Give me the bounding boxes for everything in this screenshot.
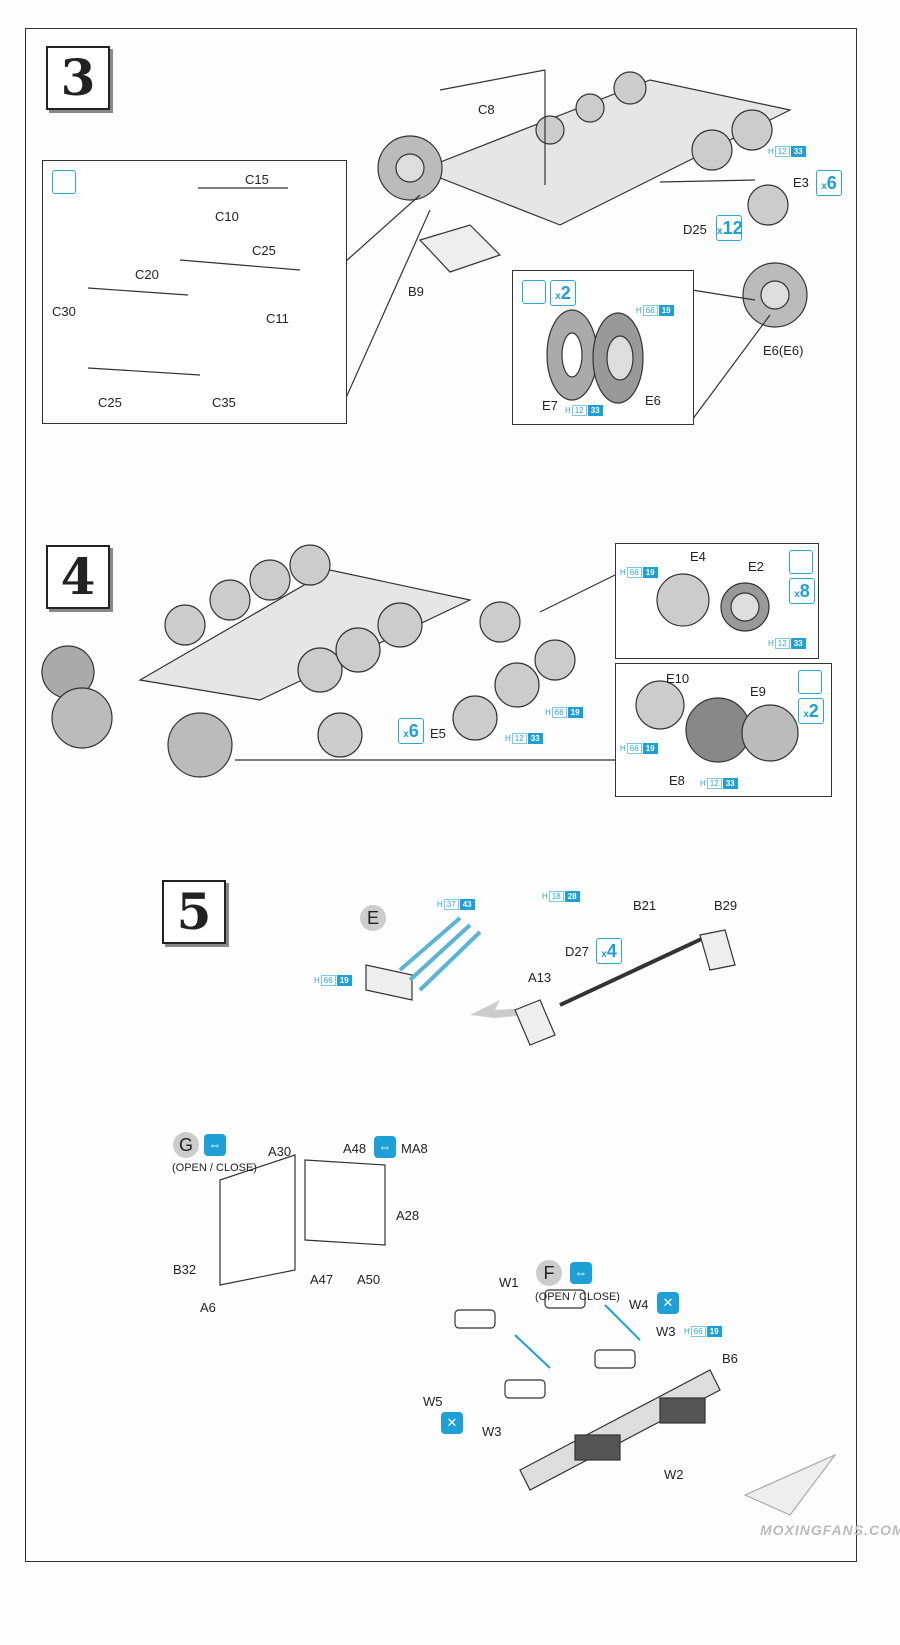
quantity-badge: x4 bbox=[596, 938, 622, 964]
part-label: A30 bbox=[268, 1144, 292, 1159]
part-label: W3 bbox=[482, 1424, 502, 1439]
part-label: B9 bbox=[408, 284, 424, 299]
part-label: E8 bbox=[669, 773, 685, 788]
page-frame bbox=[25, 28, 857, 1562]
part-label: A13 bbox=[528, 970, 552, 985]
road-wheel-inset bbox=[615, 543, 819, 659]
part-label: MA8 bbox=[401, 1141, 428, 1156]
part-label: B21 bbox=[633, 898, 657, 913]
part-label: B29 bbox=[714, 898, 738, 913]
watermark-text: MOXINGFANS.COM bbox=[760, 1522, 900, 1538]
part-label: W1 bbox=[499, 1275, 519, 1290]
cut-part-icon: ✕ bbox=[441, 1412, 463, 1434]
part-label: A47 bbox=[310, 1272, 334, 1287]
part-label: E6 bbox=[645, 393, 661, 408]
watermark-logo bbox=[743, 1453, 837, 1516]
open-close-icon: ⇔ bbox=[570, 1262, 592, 1284]
part-label: B6 bbox=[722, 1351, 738, 1366]
quantity-badge: x6 bbox=[398, 718, 424, 744]
part-label: E9 bbox=[750, 684, 766, 699]
part-label: W2 bbox=[664, 1467, 684, 1482]
subassembly-e-marker: E bbox=[360, 905, 386, 931]
part-label: E10 bbox=[666, 671, 690, 686]
part-label: A28 bbox=[396, 1208, 420, 1223]
part-label: C30 bbox=[52, 304, 76, 319]
subassembly-f-marker: F bbox=[536, 1260, 562, 1286]
part-label: C20 bbox=[135, 267, 159, 282]
quantity-badge: x2 bbox=[798, 698, 824, 724]
part-label: D25 bbox=[683, 222, 707, 237]
step-number-5: 5 bbox=[162, 880, 226, 944]
part-label: E6(E6) bbox=[763, 343, 804, 358]
part-label: E3 bbox=[793, 175, 809, 190]
part-label: E5 bbox=[430, 726, 446, 741]
part-label: W4 bbox=[629, 1297, 649, 1312]
quantity-badge: x8 bbox=[789, 578, 815, 604]
part-label: A48 bbox=[343, 1141, 367, 1156]
part-label: C8 bbox=[478, 102, 495, 117]
suspension-detail-inset bbox=[42, 160, 347, 424]
part-label: C25 bbox=[98, 395, 122, 410]
open-close-icon: ⇔ bbox=[374, 1136, 396, 1158]
open-close-icon: ⇔ bbox=[204, 1134, 226, 1156]
cut-part-icon: ✕ bbox=[657, 1292, 679, 1314]
part-label: A50 bbox=[357, 1272, 381, 1287]
step5-drawings bbox=[219, 916, 736, 1491]
paint-brush-icon bbox=[52, 170, 76, 194]
part-label: C11 bbox=[266, 311, 289, 326]
step4-chassis bbox=[41, 544, 616, 778]
part-label: A6 bbox=[200, 1300, 216, 1315]
part-label: C15 bbox=[245, 172, 269, 187]
part-label: B32 bbox=[173, 1262, 197, 1277]
step-number-4: 4 bbox=[46, 545, 110, 609]
subassembly-g-marker: G bbox=[173, 1132, 199, 1158]
option-note: (OPEN / CLOSE) bbox=[535, 1291, 620, 1303]
option-note: (OPEN / CLOSE) bbox=[172, 1162, 257, 1174]
quantity-badge: x12 bbox=[716, 215, 743, 241]
part-label: C10 bbox=[215, 209, 239, 224]
part-label: C25 bbox=[252, 243, 276, 258]
part-label: C35 bbox=[212, 395, 236, 410]
part-label: D27 bbox=[565, 944, 589, 959]
step3-chassis bbox=[344, 69, 808, 421]
part-label: W3 bbox=[656, 1324, 676, 1339]
paint-brush-icon bbox=[522, 280, 546, 304]
part-label: E7 bbox=[542, 398, 558, 413]
part-label: W5 bbox=[423, 1394, 443, 1409]
quantity-badge: x2 bbox=[550, 280, 576, 306]
part-label: E2 bbox=[748, 559, 764, 574]
step-number-3: 3 bbox=[46, 46, 110, 110]
quantity-badge: x6 bbox=[816, 170, 842, 196]
part-label: E4 bbox=[690, 549, 706, 564]
paint-brush-icon bbox=[789, 550, 813, 574]
paint-brush-icon bbox=[798, 670, 822, 694]
